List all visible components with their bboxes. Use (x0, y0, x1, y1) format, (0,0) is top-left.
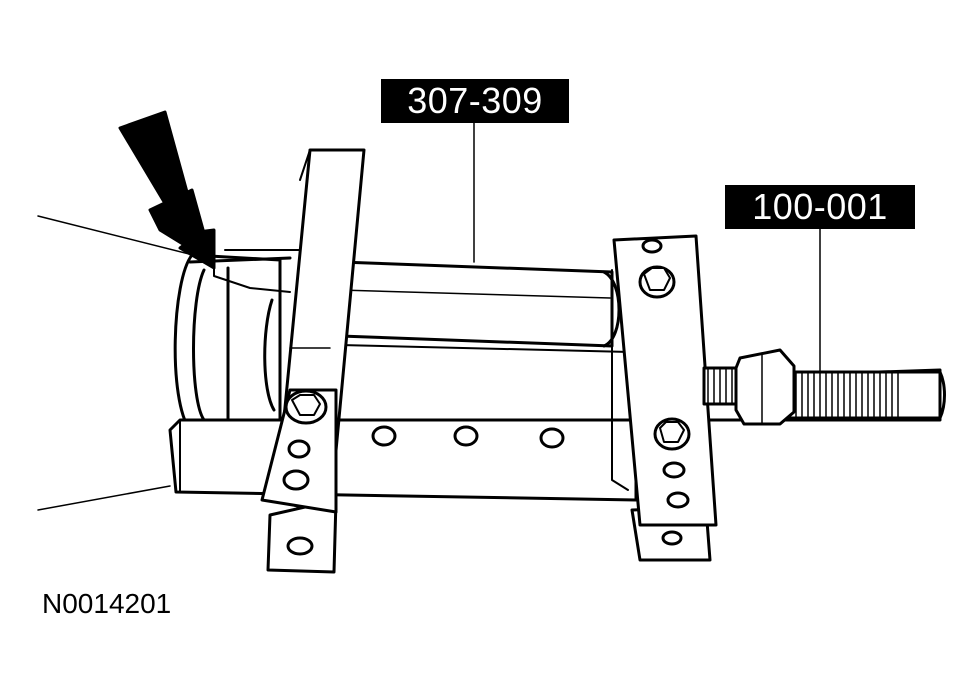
forcing-tube (338, 260, 631, 353)
forcing-screw (702, 348, 946, 426)
callout-label-tool-1: 307-309 (381, 79, 569, 123)
figure-id: N0014201 (42, 588, 172, 619)
direction-arrow-icon (118, 110, 216, 270)
screw-threads (707, 367, 899, 419)
right-plate (611, 234, 718, 562)
hex-nut (734, 348, 796, 426)
leader-lines (37, 122, 821, 511)
callout-label-tool-2: 100-001 (725, 185, 915, 229)
left-plate (260, 148, 366, 574)
lower-rail (168, 418, 638, 502)
wheel-bearing (173, 249, 301, 432)
